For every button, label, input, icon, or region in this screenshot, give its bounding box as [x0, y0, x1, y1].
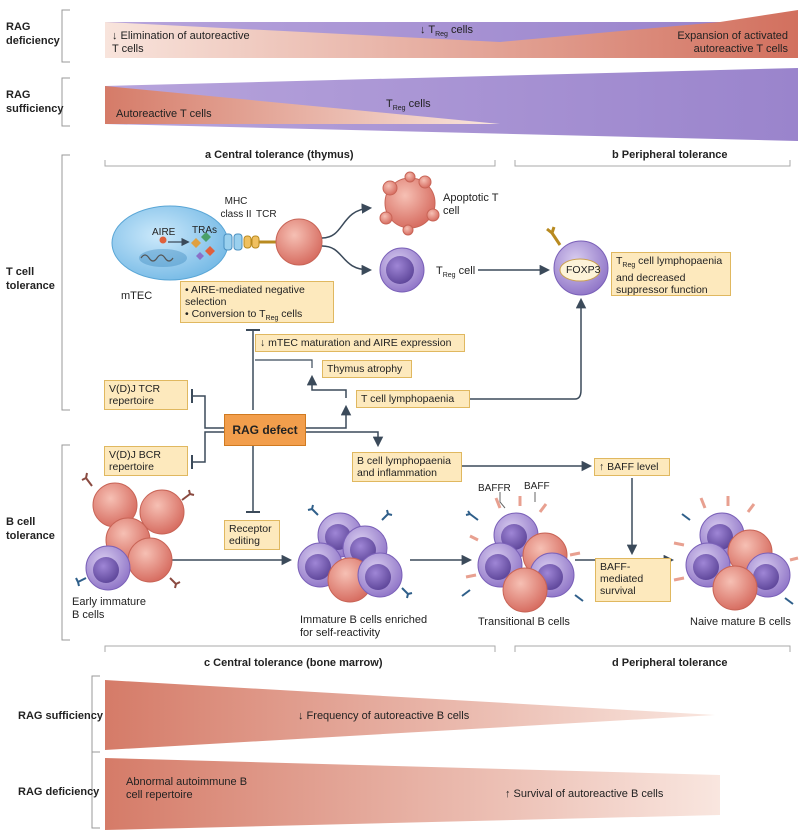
label-b-cell-tolerance: B cell tolerance	[6, 516, 55, 542]
label-abnormal-repertoire: Abnormal autoimmune B cell repertoire	[126, 776, 248, 801]
label-baff: BAFF	[524, 481, 550, 492]
thymocyte-cell	[275, 218, 323, 266]
box-receptor-editing: Receptor editing	[224, 520, 280, 550]
label-aire: AIRE	[152, 227, 176, 238]
band-autoreactive-sufficiency	[105, 86, 500, 124]
mtec-nucleus-dna	[139, 249, 187, 267]
bracket-rag-sufficiency-top	[61, 77, 70, 127]
label-rag-sufficiency-top: RAG sufficiency	[6, 89, 64, 115]
naive-mature-b-cells	[673, 496, 799, 611]
label-naive-mature-b-cells: Naive mature B cells	[690, 616, 791, 628]
apoptotic-t-cell	[379, 171, 440, 236]
label-treg-cells-top: TReg cells	[386, 98, 431, 113]
box-vdj-bcr: V(D)J BCR repertoire	[104, 446, 188, 476]
transitional-b-cells	[461, 496, 584, 613]
box-t-cell-lymphopaenia: T cell lymphopaenia	[356, 390, 470, 408]
box-baff-level: ↑ BAFF level	[594, 458, 670, 476]
label-baffr: BAFFR	[478, 483, 511, 494]
immature-b-cells	[297, 504, 413, 603]
label-tras: TRAs	[192, 225, 217, 236]
label-survival-autoreactive-b: ↑ Survival of autoreactive B cells	[505, 788, 664, 800]
label-treg-down: ↓ TReg cells	[420, 24, 473, 39]
header-peripheral-tolerance-b: d Peripheral tolerance	[612, 657, 728, 669]
label-elimination-autoreactive: ↓ Elimination of autoreactive T cells	[112, 30, 250, 55]
label-frequency-autoreactive-b: ↓ Frequency of autoreactive B cells	[298, 710, 470, 722]
bracket-tcell	[61, 154, 70, 411]
header-central-tolerance-bone-marrow: c Central tolerance (bone marrow)	[204, 657, 383, 669]
bracket-bcell	[61, 444, 70, 641]
label-rag-deficiency-top: RAG deficiency	[6, 21, 60, 47]
box-rag-defect: RAG defect	[224, 414, 306, 446]
early-immature-b-cells	[75, 472, 195, 591]
label-mhc-class-ii: MHC class II	[220, 196, 252, 220]
label-t-cell-tolerance: T cell tolerance	[6, 266, 55, 292]
label-rag-sufficiency-bottom: RAG sufficiency	[18, 710, 103, 722]
mtec-cell	[111, 205, 229, 281]
band-treg-decrease	[105, 22, 720, 42]
box-treg-lymphopaenia: TReg cell lymphopaenia and decreased sup…	[611, 252, 731, 296]
label-foxp3: FOXP3	[566, 264, 601, 276]
box-aire-negative-selection: • AIRE-mediated negative selection • Con…	[180, 281, 334, 323]
label-rag-deficiency-bottom: RAG deficiency	[18, 786, 100, 798]
label-immature-b-cells: Immature B cells enriched for self-react…	[300, 614, 428, 639]
header-peripheral-tolerance-t: b Peripheral tolerance	[612, 149, 728, 161]
box-b-cell-lymphopaenia: B cell lymphopaenia and inflammation	[352, 452, 462, 482]
label-early-immature-b-cells: Early immature B cells	[72, 596, 146, 621]
header-central-tolerance-thymus: a Central tolerance (thymus)	[205, 149, 354, 161]
label-treg-cell: TReg cell	[436, 265, 476, 280]
box-vdj-tcr: V(D)J TCR repertoire	[104, 380, 188, 410]
label-autoreactive-t-cells: Autoreactive T cells	[116, 108, 212, 120]
band-survival-autoreactive-b	[105, 758, 720, 830]
label-tcr: TCR	[256, 209, 277, 220]
label-expansion-autoreactive: Expansion of activated autoreactive T ce…	[677, 30, 788, 55]
label-transitional-b-cells: Transitional B cells	[478, 616, 570, 628]
bracket-rag-deficiency-top	[61, 9, 70, 63]
band-freq-autoreactive-b	[105, 680, 715, 750]
label-mtec: mTEC	[121, 290, 153, 302]
label-apoptotic-t-cell: Apoptotic T cell	[443, 192, 499, 217]
box-baff-mediated-survival: BAFF-mediated survival	[595, 558, 671, 602]
box-mtec-maturation: ↓ mTEC maturation and AIRE expression	[255, 334, 465, 352]
box-thymus-atrophy: Thymus atrophy	[322, 360, 412, 378]
